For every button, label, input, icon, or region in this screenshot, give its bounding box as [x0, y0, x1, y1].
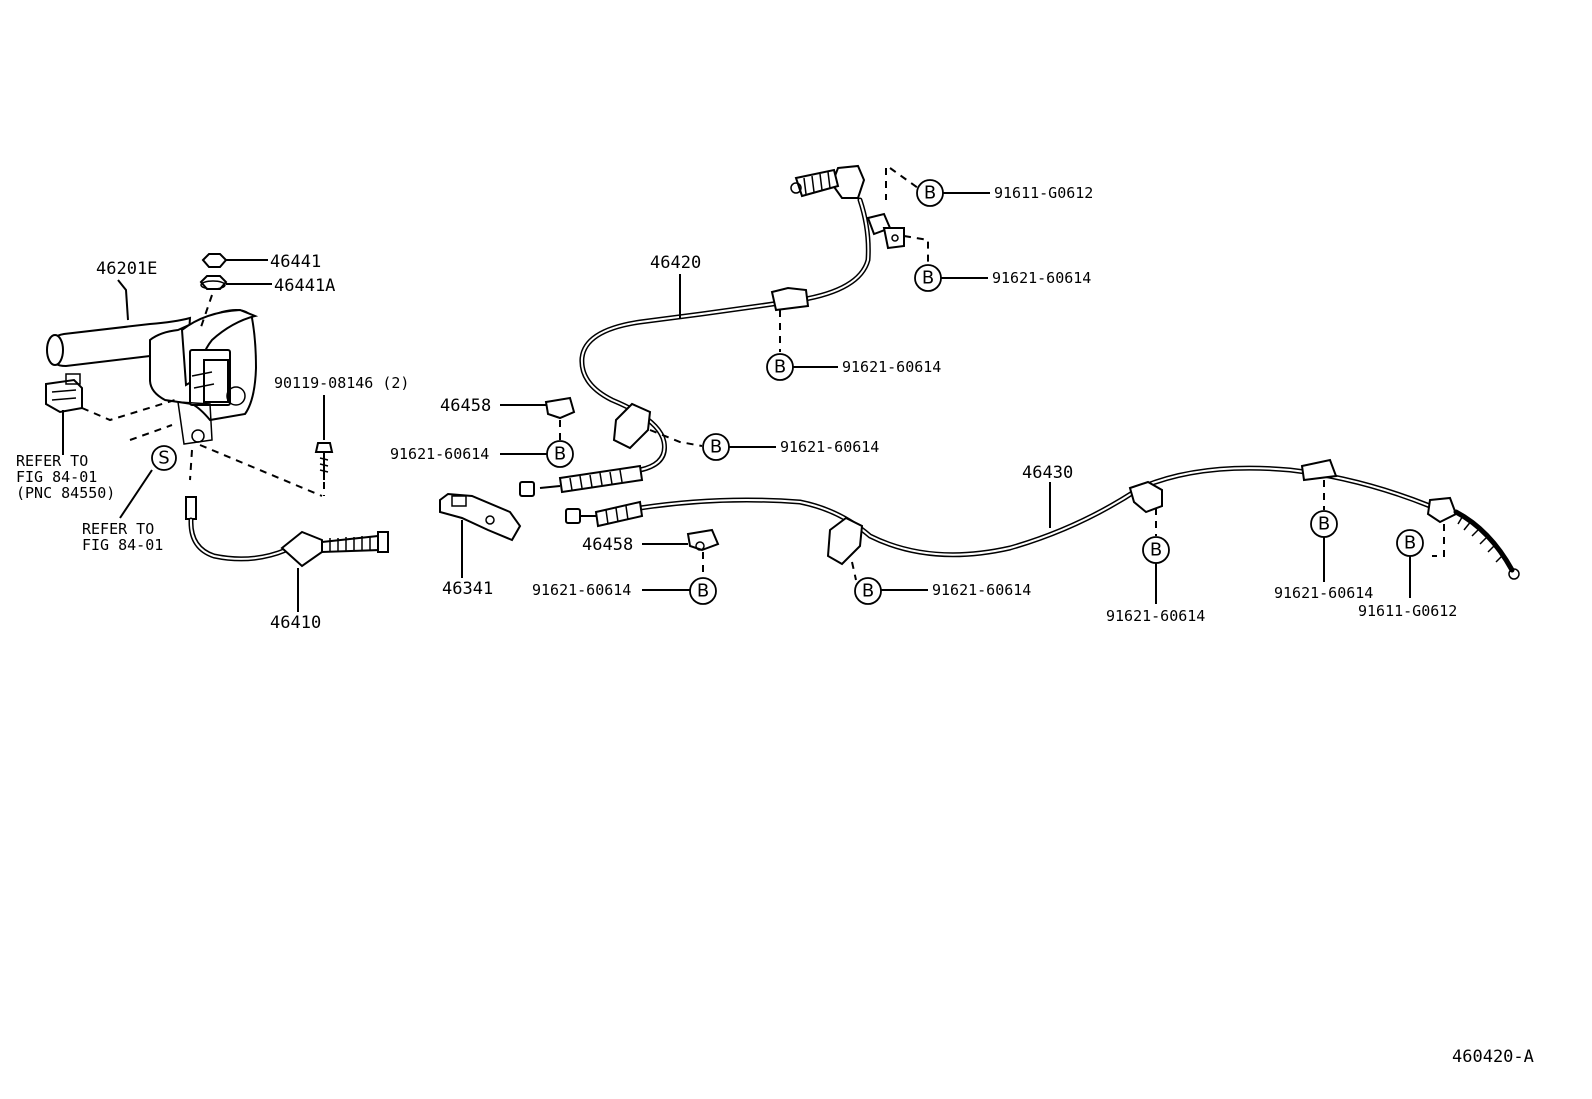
bolt-marker: B [854, 577, 882, 605]
label-bolt-lower-clamp1: 91621-60614 [932, 581, 1031, 599]
label-bolt-top2: 91621-60614 [992, 269, 1091, 287]
label-bolt-lower-end: 91611-G0612 [1358, 602, 1457, 620]
label-bolt-mid: 91621-60614 [842, 358, 941, 376]
label-bolt-lower-clamp2: 91621-60614 [1106, 607, 1205, 625]
nut-46441a [199, 275, 228, 290]
label-equalizer: 46341 [442, 579, 493, 599]
svg-text:S: S [158, 448, 169, 469]
label-refer1-line3: (PNC 84550) [16, 484, 115, 502]
bolt-marker: B [1310, 510, 1338, 538]
label-nut-a: 46441A [274, 276, 335, 296]
svg-text:B: B [1404, 533, 1416, 554]
svg-text:B: B [1318, 514, 1330, 535]
label-refer1-line2: FIG 84-01 [16, 468, 97, 486]
label-clip-lower: 46458 [582, 535, 633, 555]
svg-text:B: B [924, 183, 936, 204]
bolt-marker: B [689, 577, 717, 605]
label-right-cable: 46420 [650, 253, 701, 273]
label-nut: 46441 [270, 252, 321, 272]
svg-text:B: B [922, 268, 934, 289]
bolt-marker: B [766, 353, 794, 381]
label-bolt-clip-lower: 91621-60614 [532, 581, 631, 599]
figure-id: 460420-A [1452, 1047, 1534, 1067]
label-refer2-line2: FIG 84-01 [82, 536, 163, 554]
svg-text:B: B [697, 581, 709, 602]
clip-46458-lower [686, 528, 720, 552]
svg-text:B: B [1150, 540, 1162, 561]
label-bolt-top: 91611-G0612 [994, 184, 1093, 202]
bolt-marker: B [702, 433, 730, 461]
label-lever: 46201E [96, 259, 157, 279]
front-cable-46410 [185, 496, 389, 568]
clip-46458-upper [544, 396, 576, 420]
label-clip-upper: 46458 [440, 396, 491, 416]
svg-text:B: B [774, 357, 786, 378]
label-bolt-right-clamp: 91621-60614 [780, 438, 879, 456]
svg-text:B: B [554, 444, 566, 465]
left-cable-46430 [565, 458, 1520, 580]
label-refer2-line1: REFER TO [82, 520, 154, 538]
equalizer-46341 [439, 492, 522, 542]
bolt-90119 [314, 442, 334, 480]
label-refer1-line1: REFER TO [16, 452, 88, 470]
svg-text:B: B [862, 581, 874, 602]
label-front-cable: 46410 [270, 613, 321, 633]
label-bolt-90119: 90119-08146 (2) [274, 374, 409, 392]
bolt-marker: B [1142, 536, 1170, 564]
bolt-marker: B [916, 179, 944, 207]
bolt-marker: B [1396, 529, 1424, 557]
parking-brake-lever [46, 308, 259, 445]
bolt-marker: B [914, 264, 942, 292]
brake-switch-bracket [45, 373, 83, 414]
bolt-marker: B [546, 440, 574, 468]
svg-text:B: B [710, 437, 722, 458]
right-cable-46420 [519, 164, 905, 497]
label-bolt-lower-clamp3: 91621-60614 [1274, 584, 1373, 602]
label-bolt-clip-upper: 91621-60614 [390, 445, 489, 463]
label-left-cable: 46430 [1022, 463, 1073, 483]
screw-symbol: S [151, 445, 177, 471]
nut-46441 [201, 253, 228, 268]
